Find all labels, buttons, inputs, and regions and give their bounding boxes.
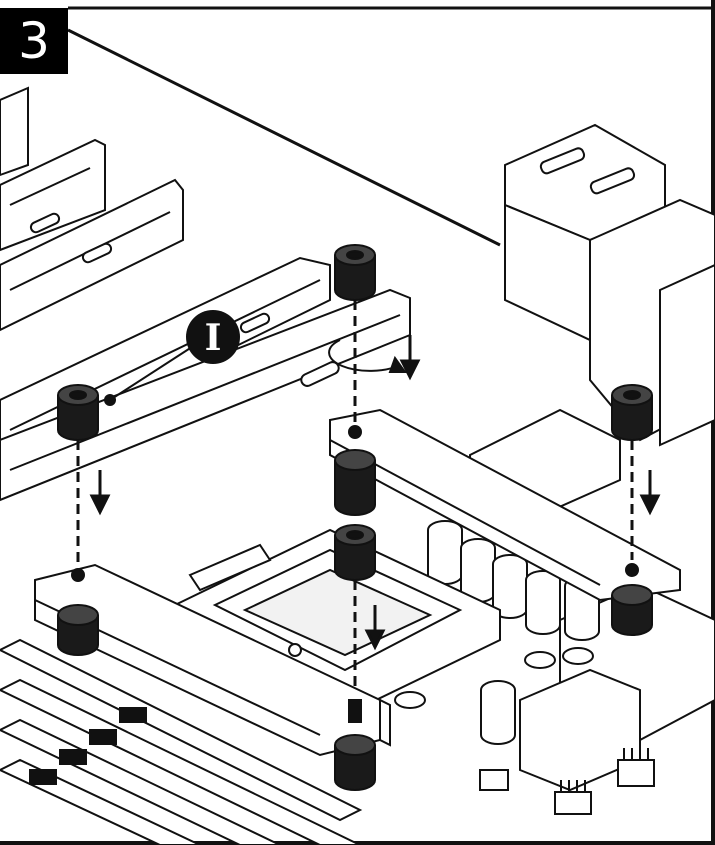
down-arrows (89, 335, 661, 651)
callout-label: I (205, 317, 222, 359)
standoff-center (334, 524, 376, 581)
arrow-down-icon (364, 629, 386, 651)
standoff-mid-upper (334, 449, 376, 516)
pcie-slots (0, 86, 184, 332)
io-ports (504, 123, 715, 447)
standoff-left (57, 384, 99, 441)
standoff-left-lower (57, 604, 99, 656)
capacitors (394, 520, 600, 745)
arrow-down-icon (399, 359, 421, 381)
standoff-bottom-center (334, 734, 376, 791)
case-outline (67, 6, 715, 247)
standoff-top-center (334, 244, 376, 301)
rotate-arrow-icon (328, 339, 407, 373)
alignment-guides (76, 300, 634, 690)
standoff-right (611, 384, 653, 441)
step-number-badge: 3 (0, 8, 68, 74)
arrow-down-icon (639, 494, 661, 516)
standoffs (57, 244, 653, 791)
callout-I: I (104, 310, 240, 406)
retention-bracket-front (34, 563, 391, 757)
dimm-slots (0, 638, 363, 845)
arrow-down-icon (89, 494, 111, 516)
standoff-right-lower (611, 584, 653, 636)
pin-headers (479, 748, 655, 815)
